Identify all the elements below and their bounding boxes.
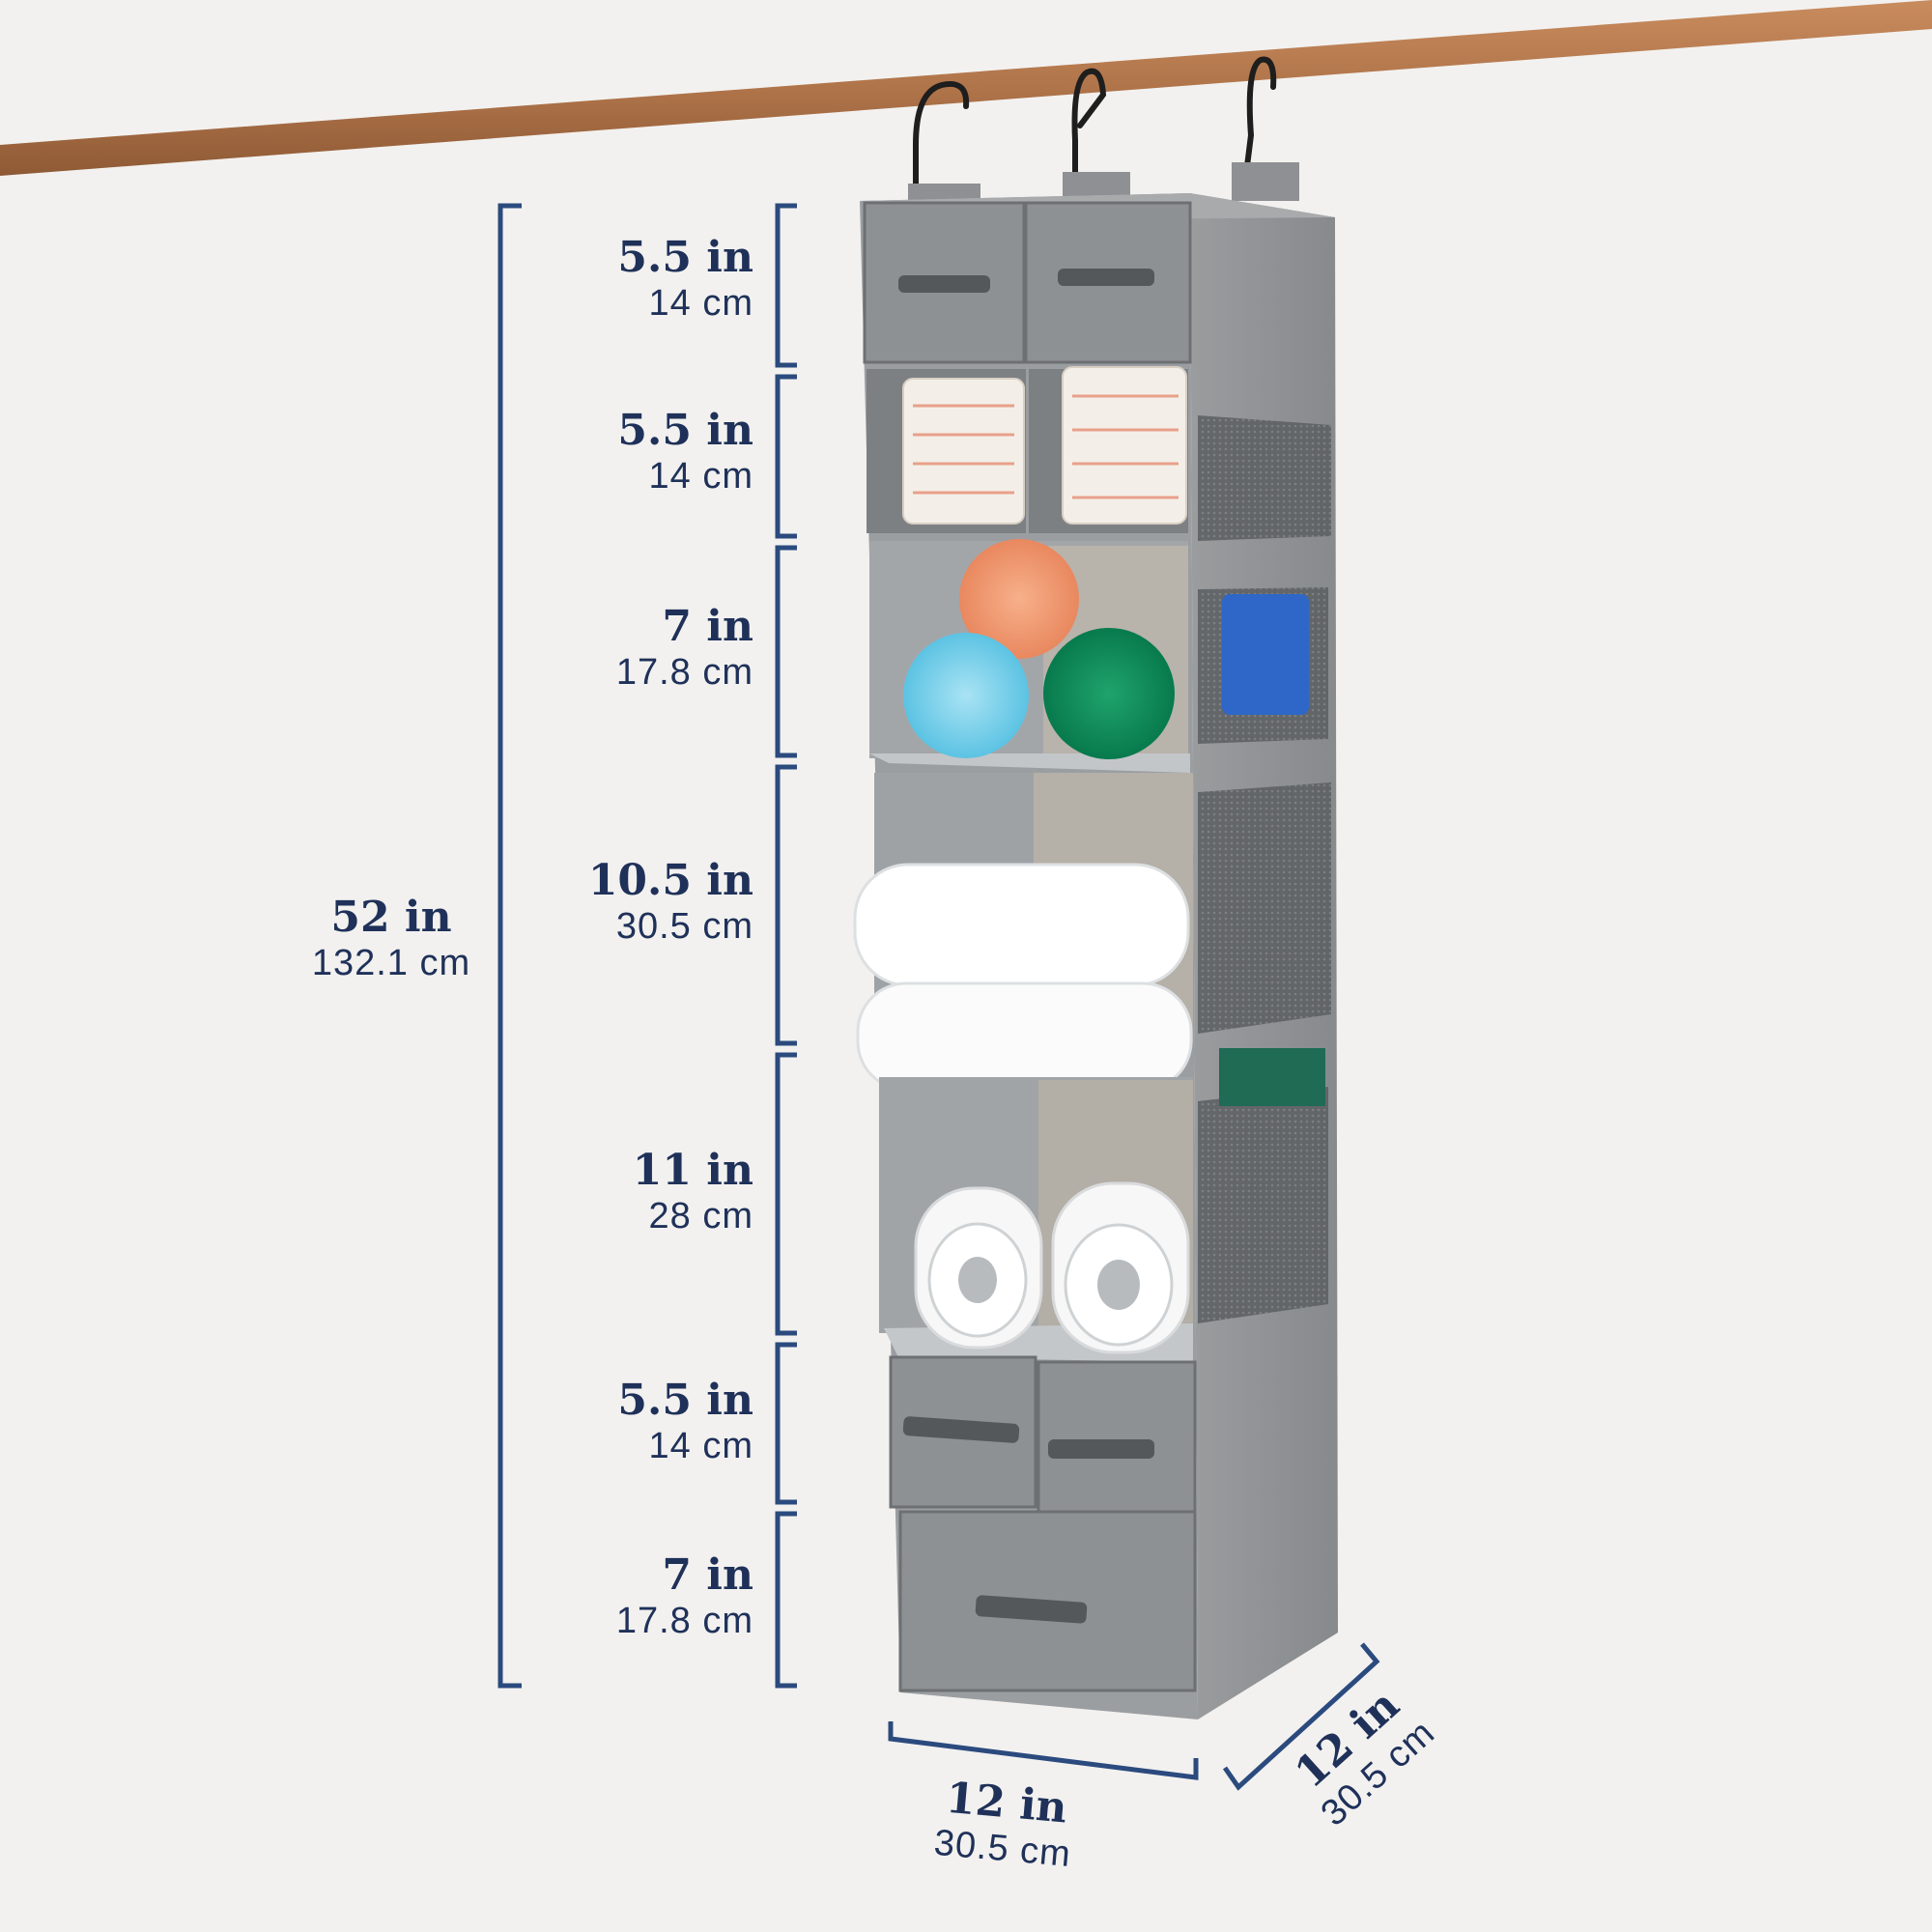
depth-bracket bbox=[1222, 1642, 1380, 1791]
green-scrubbers bbox=[1219, 1048, 1325, 1106]
hanging-hooks bbox=[913, 56, 1277, 196]
total-height-inches: 52 in bbox=[330, 893, 452, 942]
section-label-1: 5.5 in 14 cm bbox=[617, 233, 753, 324]
bottom-drawers bbox=[889, 1355, 1197, 1692]
diaper-cubbies bbox=[867, 366, 1188, 533]
width-label: 12 in 30.5 cm bbox=[932, 1773, 1073, 1875]
total-height-label: 52 in 132.1 cm bbox=[285, 893, 497, 984]
section-label-5: 11 in 28 cm bbox=[632, 1146, 753, 1236]
section-label-2: 5.5 in 14 cm bbox=[617, 406, 753, 497]
total-height-cm: 132.1 cm bbox=[311, 942, 471, 983]
section-label-7: 7 in 17.8 cm bbox=[615, 1550, 753, 1641]
section-label-3: 7 in 17.8 cm bbox=[615, 602, 753, 693]
top-drawers bbox=[863, 201, 1192, 364]
paper-towel-shelf bbox=[879, 1077, 1193, 1362]
towel-shelf bbox=[853, 773, 1193, 1092]
mesh-side-pockets bbox=[1198, 415, 1331, 1323]
section-label-4: 10.5 in 30.5 cm bbox=[587, 856, 753, 947]
section-brackets bbox=[775, 203, 797, 1689]
blue-sponge bbox=[1222, 594, 1309, 715]
width-bracket bbox=[888, 1721, 1199, 1780]
section-label-6: 5.5 in 14 cm bbox=[617, 1376, 753, 1466]
pouf-shelf bbox=[869, 539, 1190, 773]
total-height-bracket bbox=[497, 203, 522, 1689]
clothes-rod bbox=[0, 0, 1932, 176]
